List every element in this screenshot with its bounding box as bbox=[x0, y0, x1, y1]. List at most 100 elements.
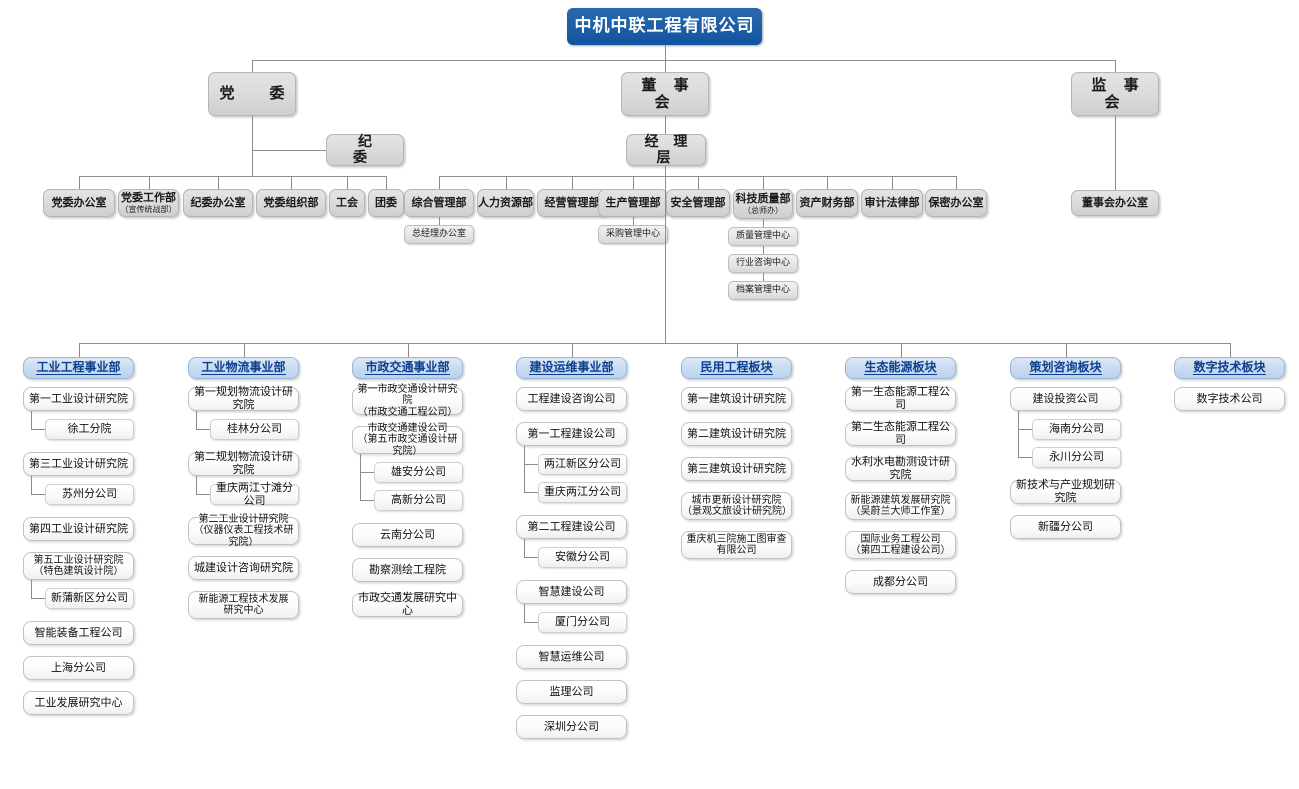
division-subunit-industrial-engineering-2-1[interactable]: 苏州分公司 bbox=[45, 484, 134, 505]
connector-line bbox=[196, 411, 197, 429]
division-unit-digital-technology-1[interactable]: 数字技术公司 bbox=[1174, 387, 1285, 411]
division-header-planning-consulting[interactable]: 策划咨询板块 bbox=[1010, 357, 1121, 379]
division-header-industrial-engineering[interactable]: 工业工程事业部 bbox=[23, 357, 134, 379]
division-unit-industrial-logistics-5[interactable]: 新能源工程技术发展 研究中心 bbox=[188, 591, 299, 619]
division-subunit-industrial-logistics-2-1[interactable]: 重庆两江寸滩分公司 bbox=[210, 481, 299, 506]
division-header-industrial-logistics[interactable]: 工业物流事业部 bbox=[188, 357, 299, 379]
division-unit-eco-energy-4[interactable]: 新能源建筑发展研究院 （吴蔚兰大师工作室） bbox=[845, 492, 956, 520]
board-office-box[interactable]: 董事会办公室 bbox=[1071, 190, 1159, 216]
discipline-committee-box[interactable]: 纪 委 bbox=[326, 134, 404, 166]
division-unit-civil-engineering-1[interactable]: 第一建筑设计研究院 bbox=[681, 387, 792, 411]
mgmt-subdept-4-1[interactable]: 采购管理中心 bbox=[598, 225, 668, 244]
party-dept-1[interactable]: 党委办公室 bbox=[43, 189, 115, 217]
division-subunit-industrial-engineering-1-1[interactable]: 徐工分院 bbox=[45, 419, 134, 440]
division-unit-construction-ops-7[interactable]: 深圳分公司 bbox=[516, 715, 627, 739]
connector-line bbox=[572, 176, 573, 189]
division-unit-civil-engineering-4[interactable]: 城市更新设计研究院 （景观文旅设计研究院） bbox=[681, 492, 792, 520]
division-unit-industrial-engineering-4[interactable]: 第五工业设计研究院 （特色建筑设计院） bbox=[23, 552, 134, 580]
division-unit-planning-consulting-1[interactable]: 建设投资公司 bbox=[1010, 387, 1121, 411]
connector-line bbox=[31, 429, 45, 430]
connector-line bbox=[665, 176, 666, 343]
division-unit-municipal-transport-5[interactable]: 市政交通发展研究中心 bbox=[352, 592, 463, 617]
division-unit-planning-consulting-2[interactable]: 新技术与产业规划研究院 bbox=[1010, 479, 1121, 504]
division-unit-eco-energy-2[interactable]: 第二生态能源工程公司 bbox=[845, 421, 956, 446]
party-committee-box[interactable]: 党 委 bbox=[208, 72, 296, 116]
mgmt-subdept-6-1[interactable]: 质量管理中心 bbox=[728, 227, 798, 246]
division-unit-construction-ops-1[interactable]: 工程建设咨询公司 bbox=[516, 387, 627, 411]
mgmt-subdept-6-3[interactable]: 档案管理中心 bbox=[728, 281, 798, 300]
root-company-box[interactable]: 中机中联工程有限公司 bbox=[567, 8, 762, 45]
division-header-label: 民用工程板块 bbox=[700, 359, 773, 376]
division-unit-municipal-transport-4[interactable]: 勘察测绘工程院 bbox=[352, 558, 463, 582]
division-unit-eco-energy-5[interactable]: 国际业务工程公司 （第四工程建设公司） bbox=[845, 531, 956, 559]
connector-line bbox=[665, 116, 666, 134]
division-header-civil-engineering[interactable]: 民用工程板块 bbox=[681, 357, 792, 379]
division-unit-construction-ops-3[interactable]: 第二工程建设公司 bbox=[516, 515, 627, 539]
mgmt-dept-1[interactable]: 综合管理部 bbox=[404, 189, 474, 217]
division-unit-industrial-engineering-2[interactable]: 第三工业设计研究院 bbox=[23, 452, 134, 476]
mgmt-dept-3[interactable]: 经营管理部 bbox=[537, 189, 607, 217]
division-unit-industrial-logistics-3[interactable]: 第二工业设计研究院 （仪器仪表工程技术研究院） bbox=[188, 514, 299, 548]
division-unit-industrial-engineering-1[interactable]: 第一工业设计研究院 bbox=[23, 387, 134, 411]
mgmt-dept-9[interactable]: 保密办公室 bbox=[925, 189, 987, 217]
mgmt-dept-8[interactable]: 审计法律部 bbox=[861, 189, 923, 217]
division-unit-industrial-logistics-1[interactable]: 第一规划物流设计研究院 bbox=[188, 386, 299, 411]
mgmt-dept-5[interactable]: 安全管理部 bbox=[666, 189, 730, 217]
division-subunit-planning-consulting-1-2[interactable]: 永川分公司 bbox=[1032, 447, 1121, 468]
division-header-construction-ops[interactable]: 建设运维事业部 bbox=[516, 357, 627, 379]
division-unit-municipal-transport-2[interactable]: 市政交通建设公司 （第五市政交通设计研究院） bbox=[352, 423, 463, 457]
division-subunit-construction-ops-2-2[interactable]: 重庆两江分公司 bbox=[538, 482, 627, 503]
division-subunit-construction-ops-2-1[interactable]: 两江新区分公司 bbox=[538, 454, 627, 475]
division-unit-industrial-logistics-2[interactable]: 第二规划物流设计研究院 bbox=[188, 451, 299, 476]
division-unit-eco-energy-1[interactable]: 第一生态能源工程公司 bbox=[845, 386, 956, 411]
division-unit-construction-ops-6[interactable]: 监理公司 bbox=[516, 680, 627, 704]
division-header-label: 建设运维事业部 bbox=[529, 359, 614, 376]
division-subunit-industrial-logistics-1-1[interactable]: 桂林分公司 bbox=[210, 419, 299, 440]
division-header-eco-energy[interactable]: 生态能源板块 bbox=[845, 357, 956, 379]
division-unit-construction-ops-5[interactable]: 智慧运维公司 bbox=[516, 645, 627, 669]
division-unit-civil-engineering-3[interactable]: 第三建筑设计研究院 bbox=[681, 457, 792, 481]
party-dept-label: 工会 bbox=[336, 195, 358, 209]
division-unit-eco-energy-6[interactable]: 成都分公司 bbox=[845, 570, 956, 594]
division-unit-industrial-engineering-3[interactable]: 第四工业设计研究院 bbox=[23, 517, 134, 541]
division-unit-construction-ops-4[interactable]: 智慧建设公司 bbox=[516, 580, 627, 604]
mgmt-dept-2[interactable]: 人力资源部 bbox=[477, 189, 534, 217]
division-subunit-planning-consulting-1-1[interactable]: 海南分公司 bbox=[1032, 419, 1121, 440]
party-dept-5[interactable]: 工会 bbox=[329, 189, 365, 217]
division-unit-industrial-engineering-5[interactable]: 智能装备工程公司 bbox=[23, 621, 134, 645]
party-dept-6[interactable]: 团委 bbox=[368, 189, 404, 217]
division-unit-municipal-transport-3[interactable]: 云南分公司 bbox=[352, 523, 463, 547]
division-unit-construction-ops-2[interactable]: 第一工程建设公司 bbox=[516, 422, 627, 446]
connector-line bbox=[763, 246, 764, 254]
division-subunit-construction-ops-4-1[interactable]: 厦门分公司 bbox=[538, 612, 627, 633]
board-of-supervisors-box[interactable]: 监 事 会 bbox=[1071, 72, 1159, 116]
connector-line bbox=[439, 217, 440, 225]
division-subunit-construction-ops-3-1[interactable]: 安徽分公司 bbox=[538, 547, 627, 568]
division-header-digital-technology[interactable]: 数字技术板块 bbox=[1174, 357, 1285, 379]
mgmt-dept-6[interactable]: 科技质量部（总师办） bbox=[733, 189, 793, 219]
division-unit-industrial-logistics-4[interactable]: 城建设计咨询研究院 bbox=[188, 556, 299, 580]
management-layer-box[interactable]: 经 理 层 bbox=[626, 134, 706, 166]
board-of-directors-box[interactable]: 董 事 会 bbox=[621, 72, 709, 116]
division-unit-municipal-transport-1[interactable]: 第一市政交通设计研究院 （市政交通工程公司） bbox=[352, 384, 463, 418]
connector-line bbox=[31, 411, 32, 429]
mgmt-dept-label: 审计法律部 bbox=[864, 195, 920, 209]
division-unit-planning-consulting-3[interactable]: 新疆分公司 bbox=[1010, 515, 1121, 539]
division-subunit-municipal-transport-2-2[interactable]: 高新分公司 bbox=[374, 490, 463, 511]
division-unit-civil-engineering-2[interactable]: 第二建筑设计研究院 bbox=[681, 422, 792, 446]
division-unit-industrial-engineering-6[interactable]: 上海分公司 bbox=[23, 656, 134, 680]
division-header-municipal-transport[interactable]: 市政交通事业部 bbox=[352, 357, 463, 379]
party-dept-4[interactable]: 党委组织部 bbox=[256, 189, 326, 217]
party-dept-2[interactable]: 党委工作部（宣传统战部） bbox=[118, 189, 179, 217]
division-unit-civil-engineering-5[interactable]: 重庆机三院施工图审查 有限公司 bbox=[681, 531, 792, 559]
division-unit-eco-energy-3[interactable]: 水利水电勘测设计研究院 bbox=[845, 456, 956, 481]
mgmt-subdept-6-2[interactable]: 行业咨询中心 bbox=[728, 254, 798, 273]
division-subunit-municipal-transport-2-1[interactable]: 雄安分公司 bbox=[374, 462, 463, 483]
party-dept-3[interactable]: 纪委办公室 bbox=[183, 189, 253, 217]
mgmt-dept-7[interactable]: 资产财务部 bbox=[796, 189, 858, 217]
mgmt-dept-4[interactable]: 生产管理部 bbox=[598, 189, 668, 217]
division-unit-industrial-engineering-7[interactable]: 工业发展研究中心 bbox=[23, 691, 134, 715]
mgmt-subdept-1-1[interactable]: 总经理办公室 bbox=[404, 225, 474, 244]
division-subunit-industrial-engineering-4-1[interactable]: 新蒲新区分公司 bbox=[45, 588, 134, 609]
